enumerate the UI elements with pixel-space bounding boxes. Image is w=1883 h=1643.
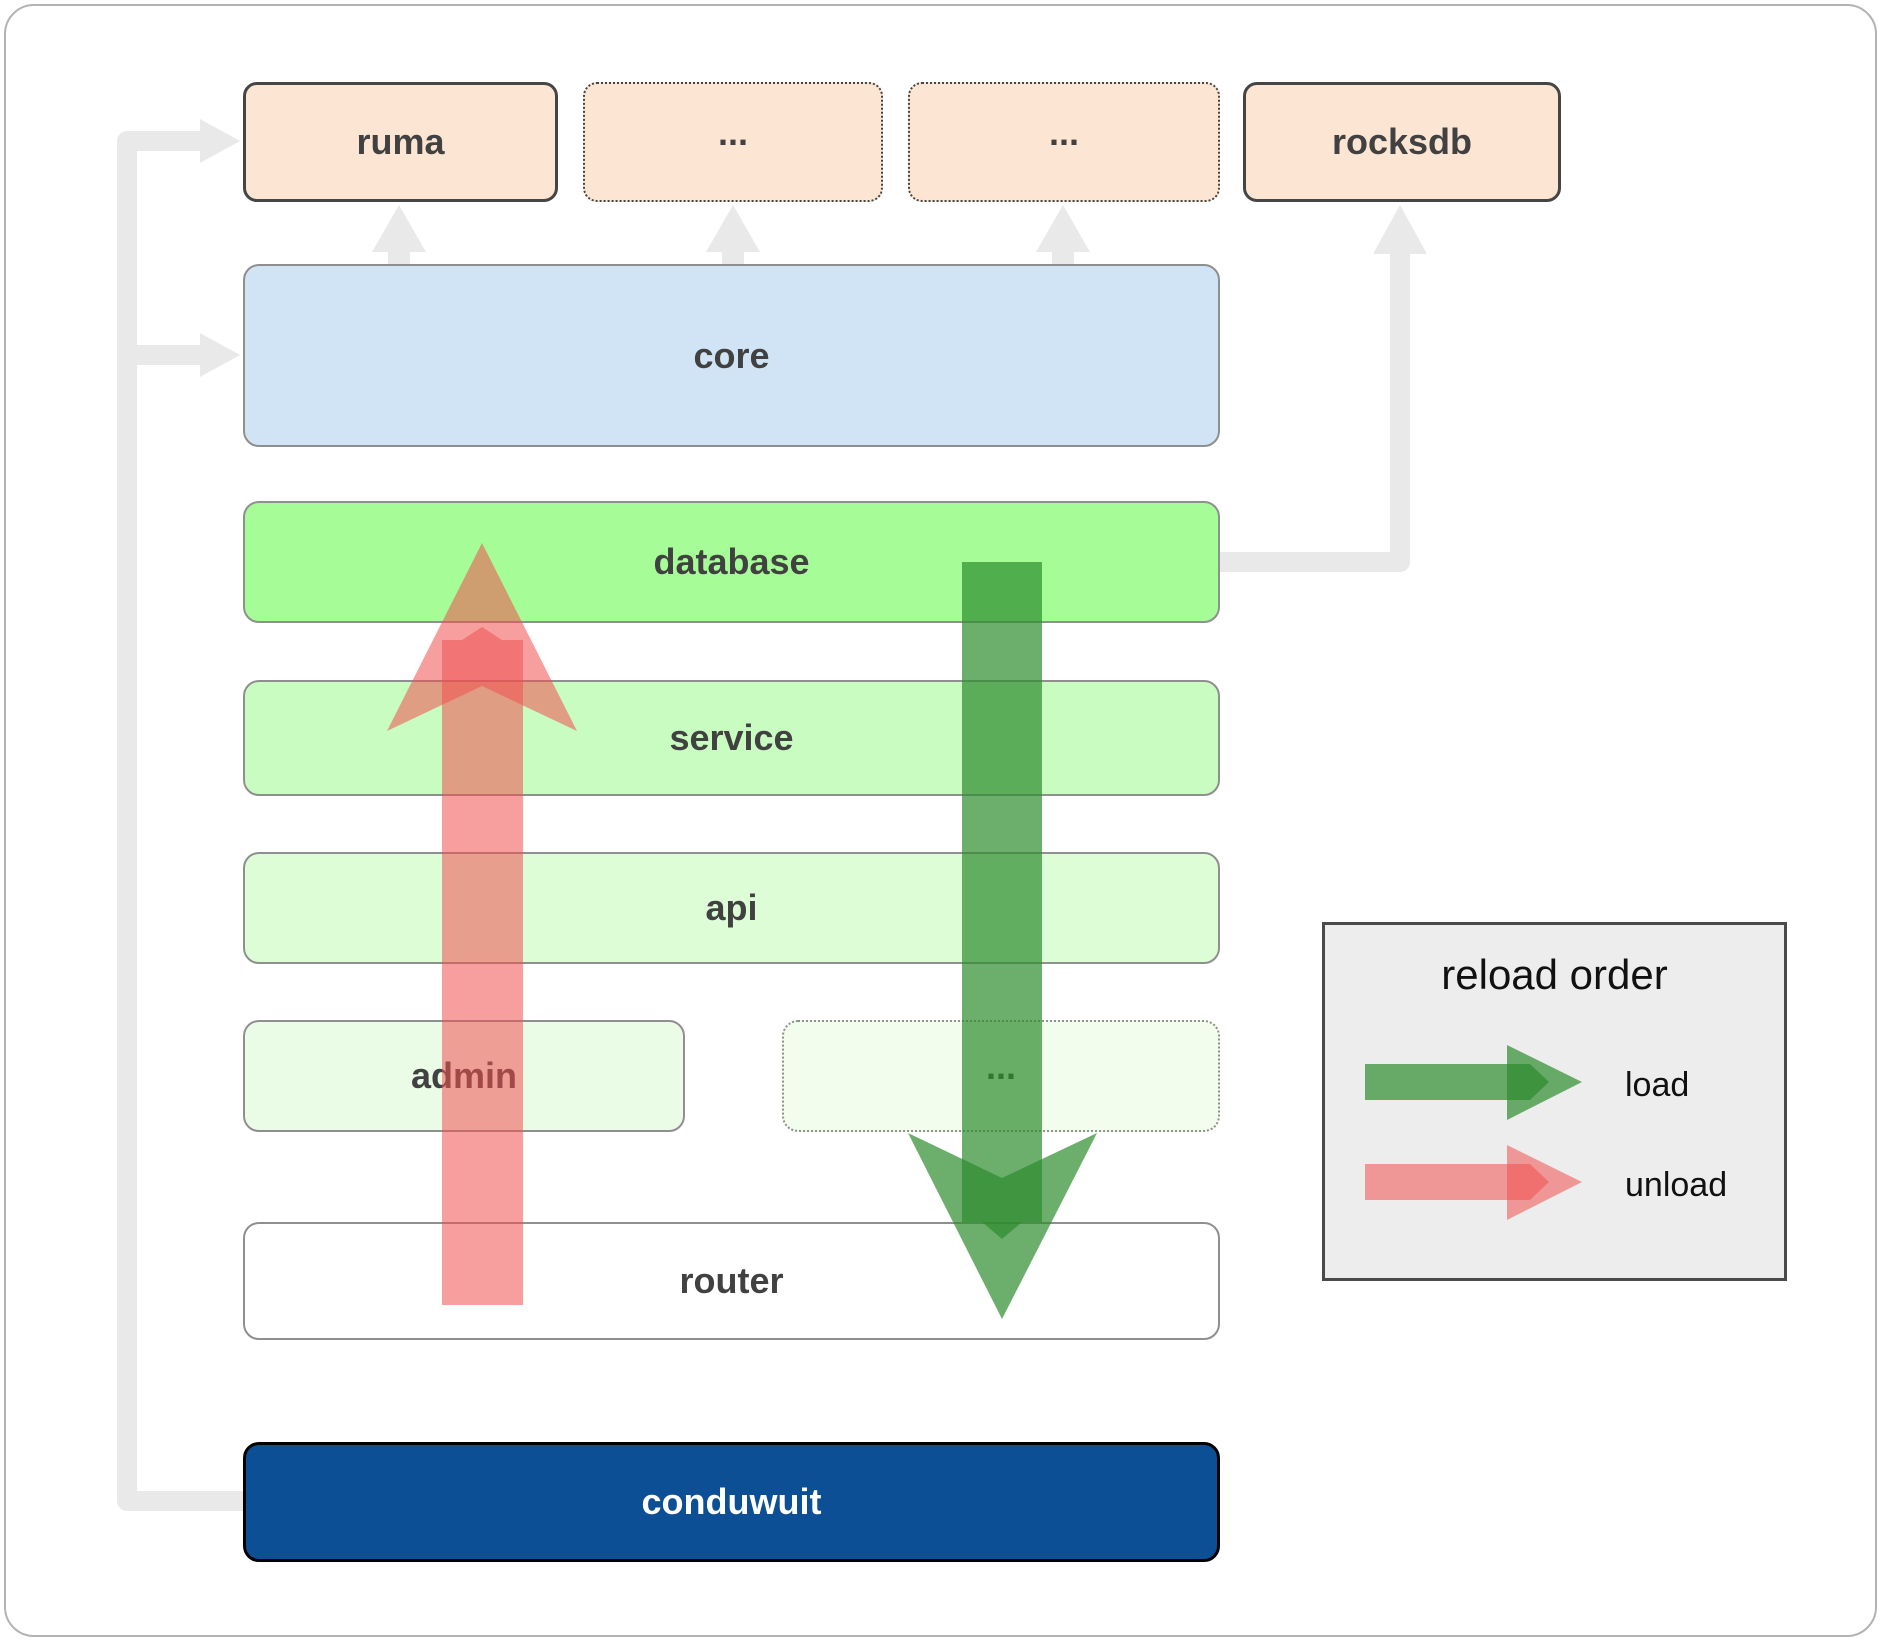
box-api: api (243, 852, 1220, 964)
box-core: core (243, 264, 1220, 447)
legend-load-label: load (1625, 1065, 1690, 1104)
box-admin: admin (243, 1020, 685, 1132)
box-ruma-label: ruma (356, 121, 445, 162)
box-rocksdb: rocksdb (1243, 82, 1561, 202)
legend-unload-label: unload (1625, 1165, 1728, 1204)
box-admin-ellipsis-label: ... (985, 1046, 1016, 1087)
stub-core-to-ruma (388, 249, 410, 265)
box-rocksdb-label: rocksdb (1331, 121, 1473, 162)
box-ellipsis-2: ... (908, 82, 1220, 202)
box-database-label: database (653, 541, 810, 582)
box-service: service (243, 680, 1220, 796)
outer-frame (4, 4, 1877, 1637)
box-router: router (243, 1222, 1220, 1340)
arrowhead-core-to-ellipsis-1 (706, 205, 760, 252)
box-admin-ellipsis: ... (782, 1020, 1220, 1132)
box-database: database (243, 501, 1220, 623)
box-ellipsis-2-label: ... (1048, 112, 1079, 153)
arrowhead-into-core (200, 333, 240, 377)
stub-core-to-ellipsis-1 (722, 249, 744, 265)
arrowhead-into-ruma (200, 119, 240, 163)
box-admin-label: admin (410, 1055, 517, 1096)
box-ruma: ruma (243, 82, 558, 202)
arrowhead-core-to-ruma (372, 205, 426, 252)
box-ellipsis-1: ... (583, 82, 883, 202)
box-conduwuit: conduwuit (243, 1442, 1220, 1562)
legend-title: reload order (1441, 951, 1668, 998)
box-core-label: core (693, 334, 770, 376)
stub-core-to-ellipsis-2 (1052, 249, 1074, 265)
arrowhead-core-to-ellipsis-2 (1036, 205, 1090, 252)
connector-conduwuit-to-ruma (117, 131, 243, 1511)
box-api-label: api (705, 887, 758, 928)
box-service-label: service (669, 717, 794, 758)
box-router-label: router (679, 1260, 784, 1301)
box-conduwuit-label: conduwuit (641, 1481, 822, 1522)
connector-database-to-rocksdb (1220, 250, 1410, 572)
legend: reload order load unload (1322, 922, 1787, 1281)
box-ellipsis-1-label: ... (717, 112, 748, 153)
arrowhead-into-rocksdb (1373, 205, 1427, 254)
